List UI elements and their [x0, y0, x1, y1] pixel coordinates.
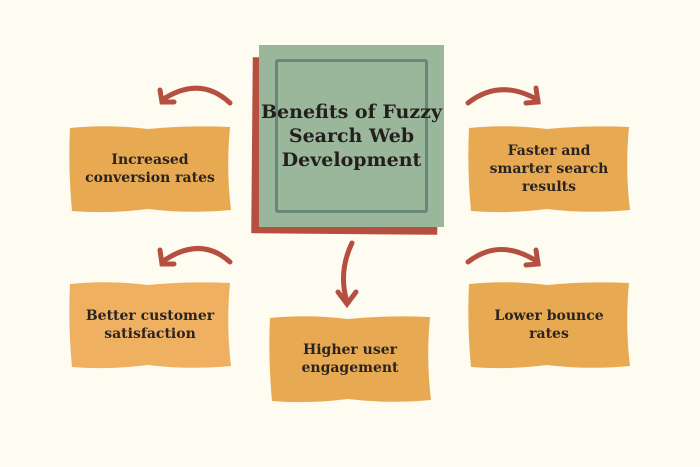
benefit-label: Better customer satisfaction	[85, 308, 215, 342]
center-title: Benefits of Fuzzy Search Web Development	[260, 101, 442, 171]
arrow-icon	[523, 85, 541, 106]
arrow-icon	[157, 247, 177, 267]
arrow-icon	[335, 289, 359, 309]
benefit-label: Higher user engagement	[301, 342, 399, 376]
arrow-icon	[465, 247, 541, 265]
center-inner-border	[275, 59, 428, 213]
benefit-label: Increased conversion rates	[85, 152, 215, 186]
arrow-icon	[465, 87, 541, 106]
arrow-icon	[159, 246, 233, 265]
benefit-box-engagement: Higher user engagement	[268, 314, 432, 404]
benefit-box-bounce: Lower bounce rates	[467, 280, 631, 370]
arrow-icon	[157, 87, 177, 105]
benefit-box-search-results: Faster and smarter search results	[467, 124, 631, 214]
benefit-box-conversion: Increased conversion rates	[68, 124, 232, 214]
benefit-label: Lower bounce rates	[494, 308, 604, 342]
benefit-label: Faster and smarter search results	[489, 143, 609, 195]
arrow-icon	[523, 247, 541, 268]
arrow-icon	[340, 240, 355, 305]
center-topic-box: Benefits of Fuzzy Search Web Development	[259, 45, 444, 227]
arrow-icon	[159, 85, 233, 106]
benefit-box-satisfaction: Better customer satisfaction	[68, 280, 232, 370]
